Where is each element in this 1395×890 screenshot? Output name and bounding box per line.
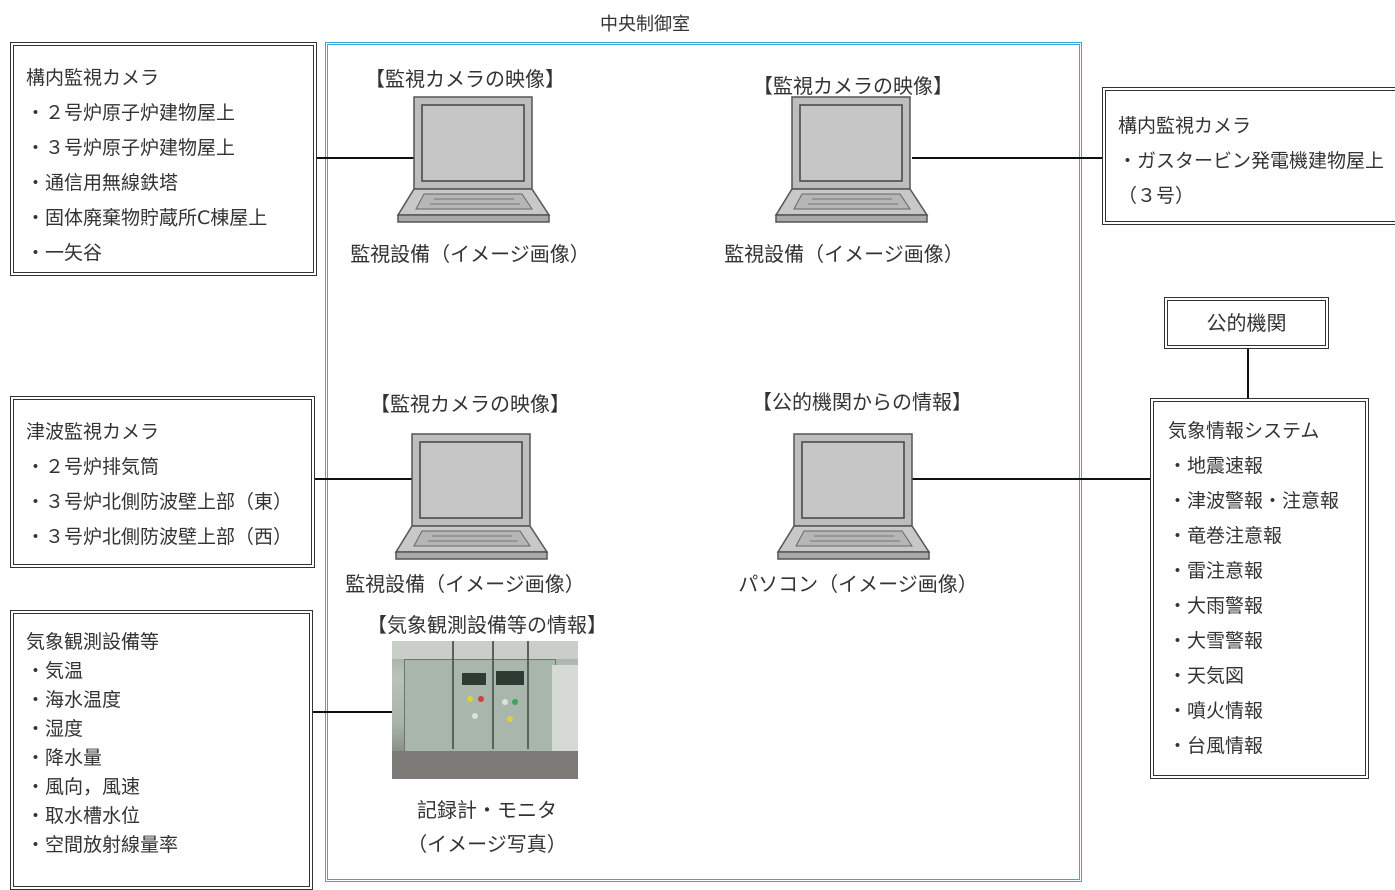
- recorder-caption-line2: （イメージ写真）: [407, 832, 567, 856]
- list-item: ・湿度: [26, 718, 84, 740]
- control-panel-photo: [392, 641, 578, 779]
- gt-camera-title: 構内監視カメラ: [1118, 115, 1252, 137]
- recorder-caption-line1: 記録計・モニタ: [417, 798, 557, 822]
- list-item: ・地震速報: [1168, 455, 1264, 477]
- weather-equipment-list: ・気温 ・海水温度 ・湿度 ・降水量 ・風向，風速 ・取水槽水位 ・空間放射線量…: [26, 657, 309, 860]
- list-item: ・２号炉原子炉建物屋上: [26, 102, 236, 124]
- laptop-icon: [394, 95, 554, 225]
- site-cameras-title: 構内監視カメラ: [26, 67, 160, 89]
- weather-system-list: ・地震速報 ・津波警報・注意報 ・竜巻注意報 ・雷注意報 ・大雨警報 ・大雪警報…: [1168, 449, 1365, 764]
- monitor-3-caption: 監視設備（イメージ画像）: [345, 572, 585, 596]
- weather-system-box: 気象情報システム ・地震速報 ・津波警報・注意報 ・竜巻注意報 ・雷注意報 ・大…: [1150, 398, 1369, 779]
- connector-weather-equipment: [312, 711, 394, 713]
- list-item: ・３号炉北側防波壁上部（東）: [26, 491, 293, 513]
- public-agency-box: 公的機関: [1164, 297, 1329, 349]
- tsunami-cameras-title: 津波監視カメラ: [26, 421, 160, 443]
- list-item: （３号）: [1118, 185, 1195, 207]
- connector-site-cameras: [316, 157, 414, 159]
- monitor-1-header: 【監視カメラの映像】: [365, 67, 565, 91]
- weather-system-title: 気象情報システム: [1168, 420, 1320, 442]
- list-item: ・固体廃棄物貯蔵所C棟屋上: [26, 207, 268, 229]
- gt-camera-list: ・ガスタービン発電機建物屋上 （３号）: [1118, 144, 1395, 214]
- list-item: ・雷注意報: [1168, 560, 1264, 582]
- list-item: ・噴火情報: [1168, 700, 1264, 722]
- site-cameras-box: 構内監視カメラ ・２号炉原子炉建物屋上 ・３号炉原子炉建物屋上 ・通信用無線鉄塔…: [10, 42, 317, 276]
- connector-public-agency: [1247, 348, 1249, 400]
- connector-gt-camera: [912, 157, 1104, 159]
- list-item: ・竜巻注意報: [1168, 525, 1283, 547]
- connector-tsunami-cameras: [314, 478, 414, 480]
- list-item: ・空間放射線量率: [26, 834, 179, 856]
- recorder-header: 【気象観測設備等の情報】: [367, 613, 607, 637]
- laptop-icon: [772, 95, 932, 225]
- list-item: ・台風情報: [1168, 735, 1264, 757]
- list-item: ・津波警報・注意報: [1168, 490, 1340, 512]
- pc-caption: パソコン（イメージ画像）: [738, 572, 978, 596]
- list-item: ・通信用無線鉄塔: [26, 172, 179, 194]
- monitor-1-caption: 監視設備（イメージ画像）: [350, 242, 590, 266]
- control-room-title: 中央制御室: [600, 14, 690, 35]
- tsunami-cameras-box: 津波監視カメラ ・２号炉排気筒 ・３号炉北側防波壁上部（東） ・３号炉北側防波壁…: [10, 396, 315, 568]
- monitor-2-caption: 監視設備（イメージ画像）: [724, 242, 964, 266]
- list-item: ・降水量: [26, 747, 103, 769]
- list-item: ・一矢谷: [26, 242, 103, 264]
- site-cameras-list: ・２号炉原子炉建物屋上 ・３号炉原子炉建物屋上 ・通信用無線鉄塔 ・固体廃棄物貯…: [26, 96, 313, 271]
- list-item: ・風向，風速: [26, 776, 141, 798]
- list-item: ・取水槽水位: [26, 805, 141, 827]
- tsunami-cameras-list: ・２号炉排気筒 ・３号炉北側防波壁上部（東） ・３号炉北側防波壁上部（西）: [26, 450, 311, 555]
- gt-camera-box: 構内監視カメラ ・ガスタービン発電機建物屋上 （３号）: [1102, 87, 1395, 225]
- list-item: ・２号炉排気筒: [26, 456, 160, 478]
- public-agency-title: 公的機関: [1206, 311, 1287, 335]
- monitor-3-header: 【監視カメラの映像】: [370, 392, 570, 416]
- monitor-2-header: 【監視カメラの映像】: [753, 74, 953, 98]
- list-item: ・気温: [26, 660, 84, 682]
- list-item: ・大雪警報: [1168, 630, 1264, 652]
- weather-equipment-box: 気象観測設備等 ・気温 ・海水温度 ・湿度 ・降水量 ・風向，風速 ・取水槽水位…: [10, 610, 313, 890]
- pc-header: 【公的機関からの情報】: [752, 390, 972, 414]
- list-item: ・３号炉北側防波壁上部（西）: [26, 526, 293, 548]
- laptop-icon: [392, 432, 552, 562]
- list-item: ・天気図: [1168, 665, 1245, 687]
- laptop-icon: [774, 432, 934, 562]
- list-item: ・大雨警報: [1168, 595, 1264, 617]
- connector-weather-system: [912, 478, 1152, 480]
- list-item: ・３号炉原子炉建物屋上: [26, 137, 236, 159]
- list-item: ・ガスタービン発電機建物屋上: [1118, 150, 1385, 172]
- list-item: ・海水温度: [26, 689, 122, 711]
- weather-equipment-title: 気象観測設備等: [26, 631, 160, 653]
